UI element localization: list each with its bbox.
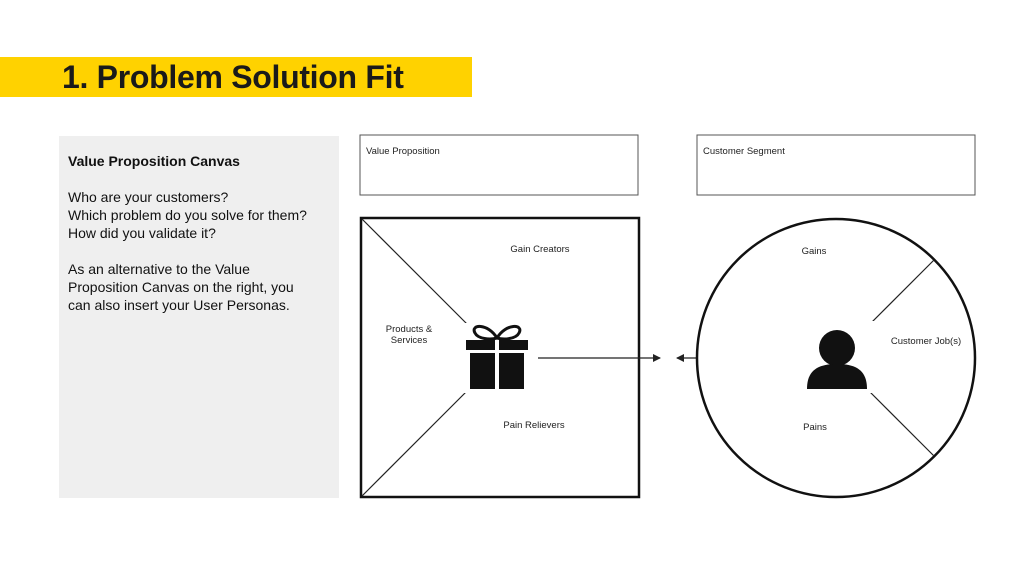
customer-segment-label: Customer Segment (703, 146, 785, 157)
info-panel: Value Proposition Canvas Who are your cu… (59, 136, 339, 498)
gains-label: Gains (802, 246, 827, 257)
gift-icon (453, 323, 539, 393)
gain-creators-label: Gain Creators (510, 244, 569, 255)
products-services-label-line2: Services (391, 335, 428, 346)
value-proposition-box: Value Proposition (359, 134, 639, 196)
page-title: 1. Problem Solution Fit (62, 59, 404, 95)
customer-jobs-label: Customer Job(s) (891, 336, 961, 347)
panel-heading: Value Proposition Canvas (68, 153, 240, 169)
note-line: As an alternative to the Value (68, 261, 250, 277)
customer-segment-box: Customer Segment (696, 134, 976, 196)
alternative-note: As an alternative to the Value Propositi… (68, 260, 294, 314)
pain-relievers-label: Pain Relievers (503, 420, 564, 431)
products-services-label-line1: Products & (386, 324, 433, 335)
pains-label: Pains (803, 422, 827, 433)
question-item: Which problem do you solve for them? (68, 207, 307, 223)
question-list: Who are your customers? Which problem do… (68, 188, 307, 242)
value-proposition-label: Value Proposition (366, 146, 440, 157)
title-bar: 1. Problem Solution Fit (0, 57, 472, 97)
question-item: How did you validate it? (68, 225, 216, 241)
note-line: Proposition Canvas on the right, you (68, 279, 294, 295)
question-item: Who are your customers? (68, 189, 229, 205)
note-line: can also insert your User Personas. (68, 297, 290, 313)
person-icon (797, 321, 886, 393)
customer-profile: Gains Customer Job(s) Pains (695, 217, 977, 499)
